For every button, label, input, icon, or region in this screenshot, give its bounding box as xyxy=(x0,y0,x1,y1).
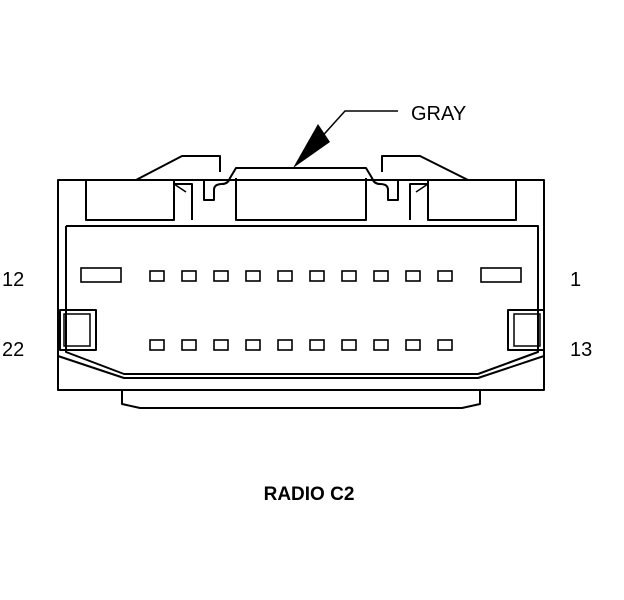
pin-cavity xyxy=(213,270,229,282)
pin-cavity xyxy=(277,270,293,282)
pin-cavity xyxy=(245,270,261,282)
pin-cavity xyxy=(245,339,261,351)
pin-cavity xyxy=(149,270,165,282)
pin-label-1: 1 xyxy=(570,269,581,291)
pin-cavity xyxy=(405,339,421,351)
pin-cavity xyxy=(373,270,389,282)
pin-cavity xyxy=(149,339,165,351)
left-guide-bevel xyxy=(173,183,187,193)
pin-label-22: 22 xyxy=(2,339,24,361)
pin-cavity xyxy=(181,339,197,351)
center-latch xyxy=(203,167,399,201)
pin-cavity-wide xyxy=(80,267,122,283)
pin-cavity xyxy=(213,339,229,351)
inner-cavity xyxy=(65,225,539,375)
connector-body xyxy=(57,155,545,409)
pin-label-12: 12 xyxy=(2,269,24,291)
callout-arrowhead xyxy=(293,124,330,168)
pin-cavity-wide xyxy=(480,267,522,283)
pin-cavity xyxy=(277,339,293,351)
left-key xyxy=(59,309,97,351)
pin-cavity xyxy=(341,270,357,282)
connector-name: RADIO C2 xyxy=(264,484,355,505)
left-key-inner xyxy=(63,313,91,347)
color-callout: GRAY xyxy=(293,103,466,168)
left-shoulder xyxy=(85,155,221,221)
right-key-inner xyxy=(513,313,541,347)
pin-cavity xyxy=(341,339,357,351)
pin-cavity xyxy=(181,270,197,282)
connector-color-label: GRAY xyxy=(411,103,466,125)
right-key xyxy=(507,309,545,351)
bottom-lip xyxy=(57,355,545,379)
pin-cavity xyxy=(437,270,453,282)
right-guide-bevel xyxy=(415,183,429,193)
pin-cavity xyxy=(309,270,325,282)
pin-cavity xyxy=(309,339,325,351)
pin-label-13: 13 xyxy=(570,339,592,361)
pin-row-bottom xyxy=(149,339,453,351)
right-guide xyxy=(409,183,429,220)
connector-housing xyxy=(57,179,545,391)
pin-cavity xyxy=(373,339,389,351)
right-shoulder xyxy=(381,155,517,221)
connector-skirt xyxy=(121,390,481,409)
latch-inner xyxy=(235,178,367,221)
pin-cavity xyxy=(405,270,421,282)
left-guide xyxy=(173,183,193,220)
pin-row-top xyxy=(80,267,522,283)
pin-cavity xyxy=(437,339,453,351)
